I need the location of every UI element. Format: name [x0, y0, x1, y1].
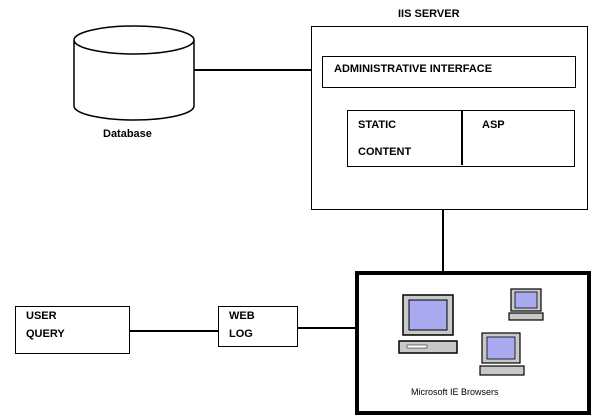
- user-query-box: USER QUERY: [15, 306, 130, 354]
- web-log-line1: WEB: [229, 310, 255, 322]
- connector-server-browsers: [442, 209, 444, 271]
- browsers-label: Microsoft IE Browsers: [411, 387, 499, 397]
- static-asp-divider: [461, 111, 463, 165]
- computer-icon-medium: [479, 332, 525, 376]
- static-content-line1: STATIC: [358, 119, 397, 131]
- admin-interface-box: ADMINISTRATIVE INTERFACE: [322, 56, 576, 88]
- computer-icon-small: [508, 288, 544, 321]
- connector-userquery-weblog: [129, 330, 218, 332]
- connector-database-server: [194, 69, 311, 71]
- asp-label: ASP: [482, 119, 505, 131]
- web-log-box: WEB LOG: [218, 306, 298, 347]
- static-asp-box: STATIC CONTENT ASP: [347, 110, 575, 167]
- browsers-box: Microsoft IE Browsers: [355, 271, 591, 415]
- static-content-line2: CONTENT: [358, 146, 412, 158]
- user-query-line2: QUERY: [26, 328, 65, 340]
- admin-interface-label: ADMINISTRATIVE INTERFACE: [334, 63, 493, 75]
- connector-weblog-browsers: [297, 327, 357, 329]
- web-log-line2: LOG: [229, 328, 253, 340]
- database-label: Database: [103, 128, 152, 140]
- iis-server-title: IIS SERVER: [398, 8, 460, 20]
- computer-icon-large: [398, 294, 458, 354]
- user-query-line1: USER: [26, 310, 57, 322]
